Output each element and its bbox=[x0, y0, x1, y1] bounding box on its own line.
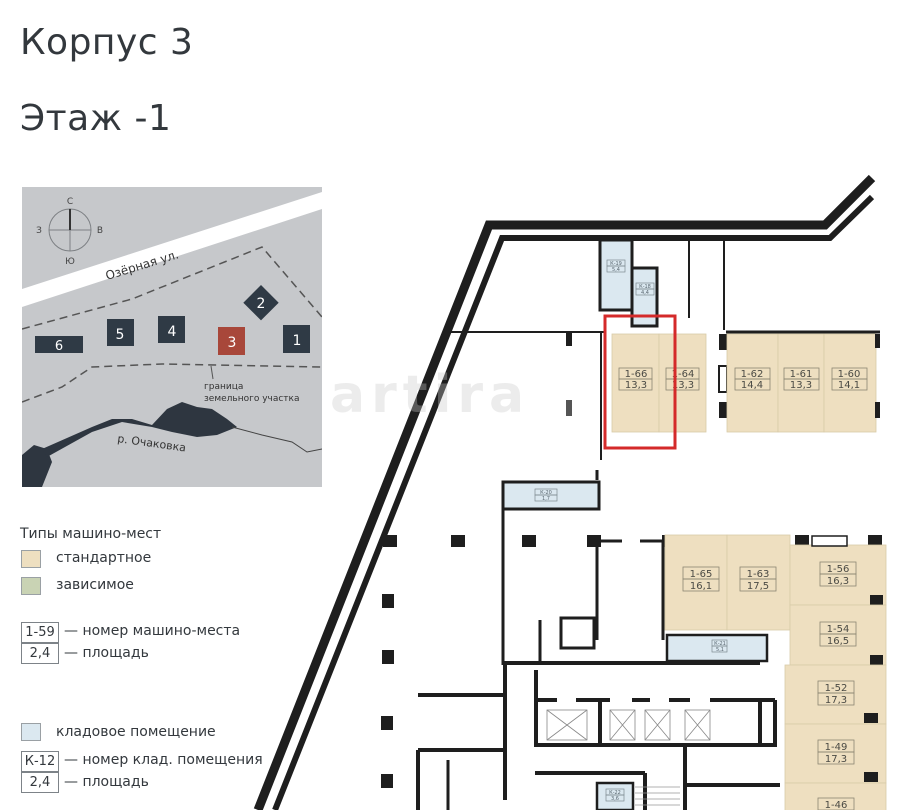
legend-storage-num-desc: — номер клад. помещения bbox=[64, 752, 263, 768]
svg-text:5,4: 5,4 bbox=[612, 267, 620, 273]
compass-icon: С Ю З В bbox=[36, 197, 103, 267]
compass-west: З bbox=[36, 226, 42, 236]
legend-spot-num-desc: — номер машино-места bbox=[64, 623, 241, 639]
stairs bbox=[635, 786, 680, 806]
site-plan-map: С Ю З В Озёрная ул. граница земельного у… bbox=[22, 187, 322, 487]
legend-storage-swatch bbox=[21, 723, 41, 741]
legend-dependent-label: зависимое bbox=[56, 577, 134, 593]
selected-spot-highlight bbox=[603, 314, 677, 450]
svg-text:4,4: 4,4 bbox=[641, 290, 649, 296]
svg-text:К-20: К-20 bbox=[540, 490, 552, 496]
svg-text:К-21: К-21 bbox=[714, 641, 726, 647]
svg-text:13,3: 13,3 bbox=[790, 380, 812, 391]
building-title: Корпус 3 bbox=[20, 22, 194, 63]
svg-text:13,3: 13,3 bbox=[672, 380, 694, 391]
svg-text:4: 4 bbox=[168, 324, 177, 340]
floor-title: Этаж -1 bbox=[20, 98, 172, 139]
svg-text:2: 2 bbox=[257, 296, 266, 312]
compass-north: С bbox=[67, 197, 73, 207]
parking-spot-1-46[interactable]: 1-46 bbox=[784, 782, 887, 810]
storage-room-k19[interactable] bbox=[598, 238, 634, 312]
svg-text:1-62: 1-62 bbox=[741, 369, 764, 380]
svg-text:1-64: 1-64 bbox=[672, 369, 695, 380]
svg-text:14,1: 14,1 bbox=[838, 380, 860, 391]
parking-spot-1-60[interactable]: 1-60 14,1 bbox=[823, 333, 877, 433]
legend-storage-area-desc: — площадь bbox=[64, 774, 149, 790]
site-building-5[interactable]: 5 bbox=[107, 319, 134, 346]
svg-text:1-46: 1-46 bbox=[825, 800, 848, 810]
legend-spot-area-example: 2,4 bbox=[21, 643, 59, 664]
site-building-4[interactable]: 4 bbox=[158, 316, 185, 343]
svg-text:1-52: 1-52 bbox=[825, 683, 848, 694]
svg-text:13,3: 13,3 bbox=[625, 380, 647, 391]
svg-text:1,7: 1,7 bbox=[542, 496, 550, 502]
svg-text:К-18: К-18 bbox=[639, 284, 651, 290]
parking-spot-1-54[interactable]: 1-54 16,5 bbox=[789, 604, 887, 666]
svg-text:16,3: 16,3 bbox=[827, 576, 849, 587]
site-building-3-selected[interactable]: 3 bbox=[218, 327, 245, 355]
legend-storage-num-example: К-12 bbox=[21, 751, 59, 772]
svg-text:1-49: 1-49 bbox=[825, 742, 848, 753]
parking-spot-1-65[interactable]: 1-65 16,1 bbox=[664, 534, 728, 631]
svg-text:К-22: К-22 bbox=[609, 790, 621, 796]
svg-text:1: 1 bbox=[293, 333, 302, 349]
parking-spot-1-62[interactable]: 1-62 14,4 bbox=[726, 333, 779, 433]
legend-storage-area-example: 2,4 bbox=[21, 772, 59, 793]
compass-south: Ю bbox=[65, 257, 75, 267]
parking-spot-1-61[interactable]: 1-61 13,3 bbox=[777, 333, 825, 433]
svg-text:17,5: 17,5 bbox=[747, 581, 769, 592]
site-building-1[interactable]: 1 bbox=[283, 325, 310, 353]
svg-text:1-61: 1-61 bbox=[790, 369, 813, 380]
street-band bbox=[22, 192, 322, 307]
svg-text:1-63: 1-63 bbox=[747, 569, 770, 580]
svg-text:1-66: 1-66 bbox=[625, 369, 648, 380]
legend-standard-swatch bbox=[21, 550, 41, 568]
svg-text:16,1: 16,1 bbox=[690, 581, 712, 592]
svg-text:5,1: 5,1 bbox=[716, 647, 724, 653]
compass-east: В bbox=[97, 226, 103, 236]
storage-room-k20[interactable] bbox=[501, 480, 601, 511]
svg-text:14,4: 14,4 bbox=[741, 380, 763, 391]
watermark: artira bbox=[330, 365, 531, 425]
boundary-label-2: земельного участка bbox=[204, 394, 300, 404]
parking-spot-1-66[interactable]: 1-66 13,3 bbox=[611, 333, 660, 433]
legend-storage-label: кладовое помещение bbox=[56, 724, 216, 740]
boundary-label-1: граница bbox=[204, 382, 243, 392]
site-building-2[interactable]: 2 bbox=[243, 285, 279, 321]
storage-room-k21[interactable] bbox=[665, 633, 769, 663]
legend-spot-area-desc: — площадь bbox=[64, 645, 149, 661]
svg-text:К-19: К-19 bbox=[610, 261, 622, 267]
svg-text:3: 3 bbox=[228, 335, 237, 351]
site-building-6[interactable]: 6 bbox=[35, 336, 83, 354]
svg-text:16,5: 16,5 bbox=[827, 636, 849, 647]
svg-text:6: 6 bbox=[55, 339, 63, 354]
legend-spot-num-example: 1-59 bbox=[21, 622, 59, 643]
legend-types-title: Типы машино-мест bbox=[20, 526, 162, 542]
legend-dependent-swatch bbox=[21, 577, 41, 595]
svg-text:1-54: 1-54 bbox=[827, 624, 850, 635]
storage-room-k22[interactable] bbox=[595, 781, 635, 810]
svg-text:5: 5 bbox=[116, 327, 125, 343]
svg-text:1-60: 1-60 bbox=[838, 369, 861, 380]
svg-text:17,3: 17,3 bbox=[825, 754, 847, 765]
parking-spot-1-63[interactable]: 1-63 17,5 bbox=[726, 534, 791, 631]
svg-text:17,3: 17,3 bbox=[825, 695, 847, 706]
svg-text:1-56: 1-56 bbox=[827, 564, 850, 575]
svg-text:3,6: 3,6 bbox=[611, 796, 619, 802]
svg-text:1-65: 1-65 bbox=[690, 569, 713, 580]
legend-standard-label: стандартное bbox=[56, 550, 152, 566]
parking-spot-1-64[interactable]: 1-64 13,3 bbox=[658, 333, 707, 433]
site-plan-drawing: С Ю З В Озёрная ул. граница земельного у… bbox=[22, 192, 322, 487]
